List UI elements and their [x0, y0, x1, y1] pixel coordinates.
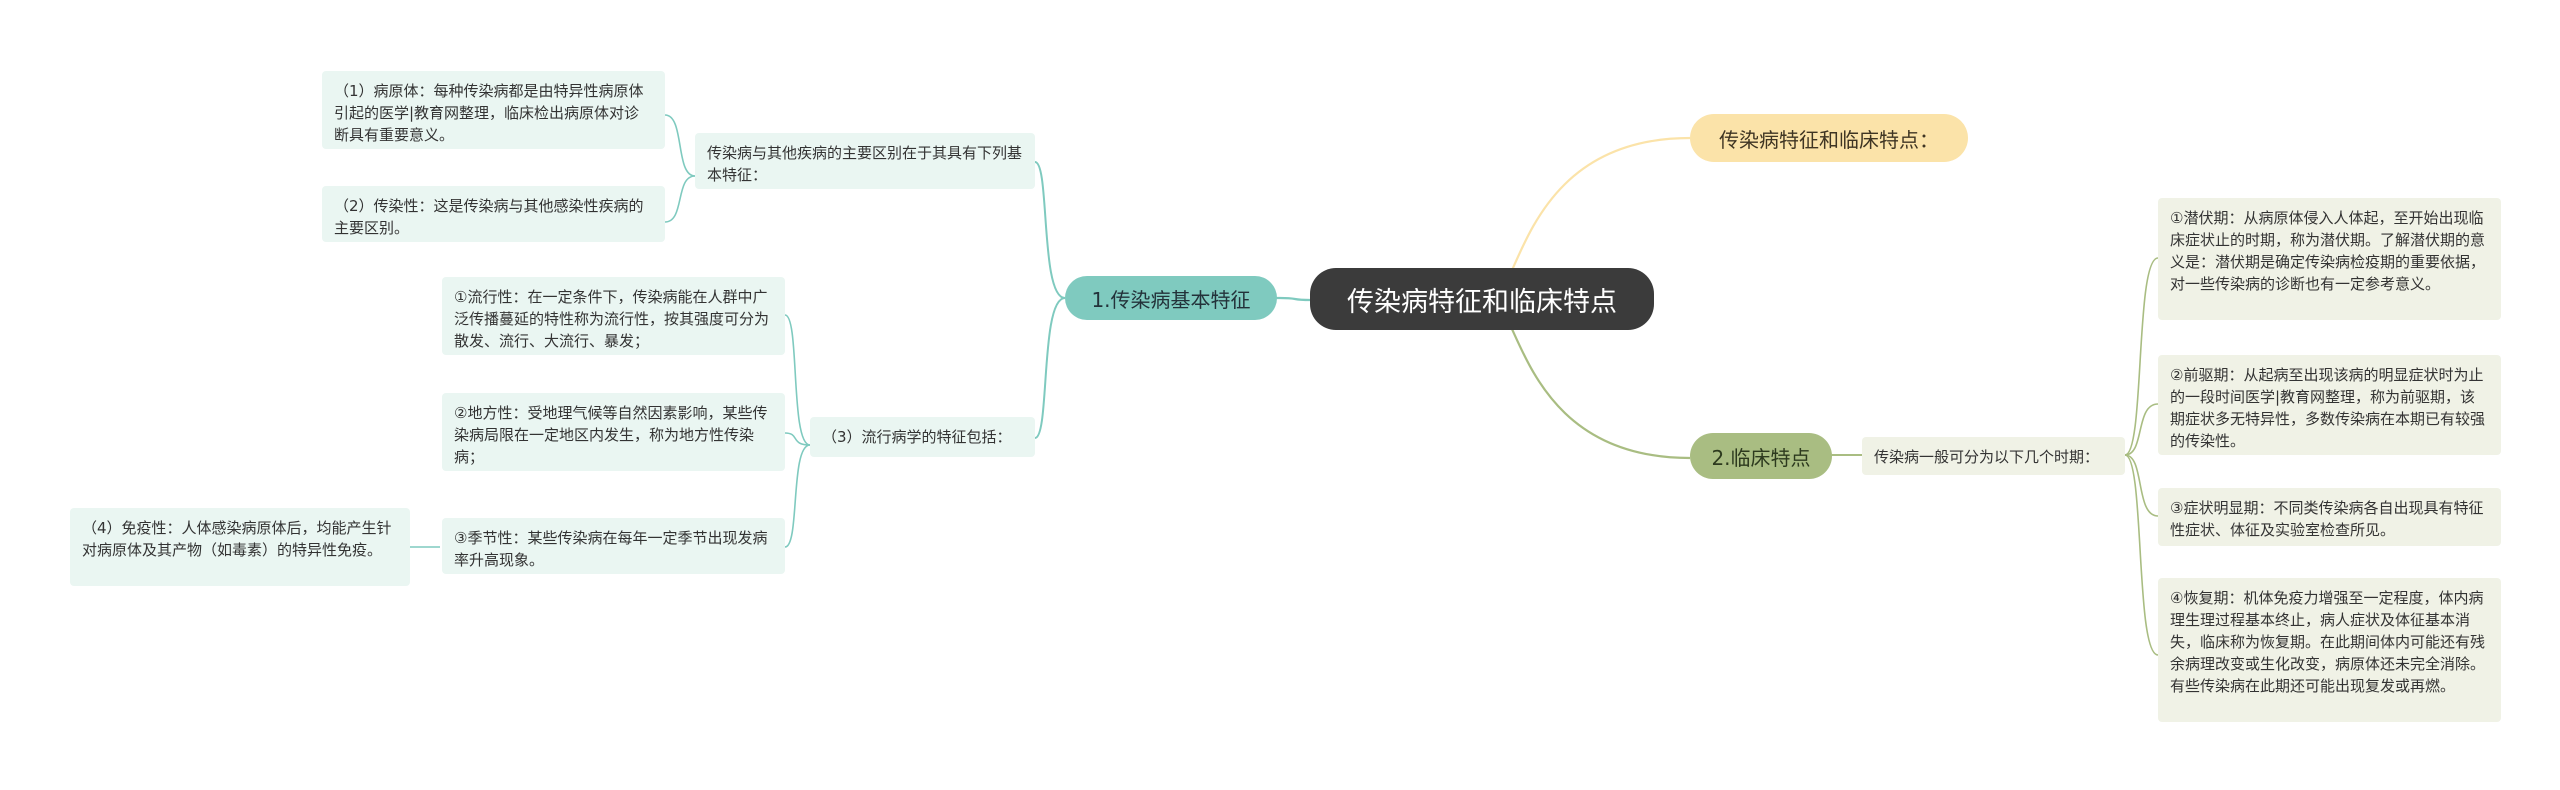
- infectivity-node[interactable]: （2）传染性：这是传染病与其他感染性疾病的主要区别。: [322, 186, 665, 242]
- periods-intro-node[interactable]: 传染病一般可分为以下几个时期：: [1862, 437, 2125, 475]
- branch-title[interactable]: 传染病特征和临床特点：: [1690, 114, 1968, 162]
- branch-clinical-features[interactable]: 2.临床特点: [1690, 433, 1832, 479]
- epidemiology-intro-node[interactable]: （3）流行病学的特征包括：: [810, 417, 1035, 457]
- prodromal-period-node[interactable]: ②前驱期：从起病至出现该病的明显症状时为止的一段时间医学|教育网整理，称为前驱期…: [2158, 355, 2501, 455]
- regional-node[interactable]: ②地方性：受地理气候等自然因素影响，某些传染病局限在一定地区内发生，称为地方性传…: [442, 393, 785, 471]
- seasonal-node[interactable]: ③季节性：某些传染病在每年一定季节出现发病率升高现象。: [442, 518, 785, 574]
- root-node[interactable]: 传染病特征和临床特点: [1310, 268, 1654, 330]
- immunity-node[interactable]: （4）免疫性：人体感染病原体后，均能产生针对病原体及其产物（如毒素）的特异性免疫…: [70, 508, 410, 586]
- difference-intro-node[interactable]: 传染病与其他疾病的主要区别在于其具有下列基本特征：: [695, 133, 1035, 189]
- symptomatic-period-node[interactable]: ③症状明显期：不同类传染病各自出现具有特征性症状、体征及实验室检查所见。: [2158, 488, 2501, 546]
- recovery-period-node[interactable]: ④恢复期：机体免疫力增强至一定程度，体内病理生理过程基本终止，病人症状及体征基本…: [2158, 578, 2501, 722]
- epidemic-node[interactable]: ①流行性：在一定条件下，传染病能在人群中广泛传播蔓延的特性称为流行性，按其强度可…: [442, 277, 785, 355]
- branch-basic-features[interactable]: 1.传染病基本特征: [1065, 276, 1277, 320]
- incubation-period-node[interactable]: ①潜伏期：从病原体侵入人体起，至开始出现临床症状止的时期，称为潜伏期。了解潜伏期…: [2158, 198, 2501, 320]
- pathogen-node[interactable]: （1）病原体：每种传染病都是由特异性病原体引起的医学|教育网整理，临床检出病原体…: [322, 71, 665, 149]
